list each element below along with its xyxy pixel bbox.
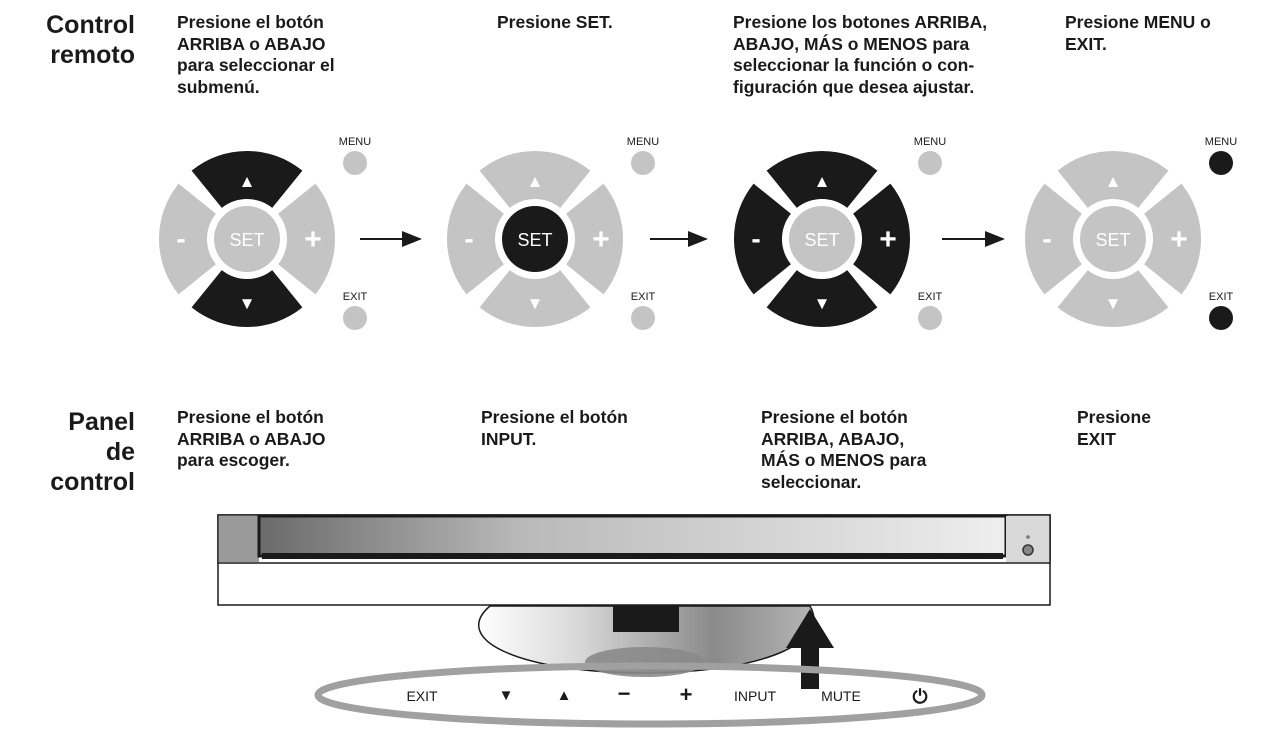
up-arrow-icon: ▲ <box>527 172 544 191</box>
minus-icon: - <box>751 223 760 254</box>
remote-control-step-3: ▲ ▼ - + SET MENU EXIT <box>733 136 946 330</box>
section-title-remote: Control remoto <box>46 11 135 69</box>
menu-label: MENU <box>627 136 659 148</box>
panel-step-2-text: Presione el botón INPUT. <box>481 407 628 449</box>
up-arrow-icon: ▲ <box>814 172 831 191</box>
exit-button[interactable] <box>1209 306 1233 330</box>
set-label: SET <box>229 230 264 250</box>
up-arrow-icon: ▲ <box>1105 172 1122 191</box>
set-label: SET <box>804 230 839 250</box>
set-button[interactable] <box>789 206 855 272</box>
menu-label: MENU <box>1205 136 1237 148</box>
panel-button-plus[interactable]: + <box>680 682 693 707</box>
panel-buttons: EXIT ▼ ▲ − + INPUT MUTE ⏻ <box>406 681 927 708</box>
exit-label: EXIT <box>343 291 368 303</box>
down-arrow-icon: ▼ <box>1105 294 1122 313</box>
down-arrow-icon: ▼ <box>527 294 544 313</box>
down-arrow-icon: ▼ <box>239 294 256 313</box>
dpad-left-button[interactable] <box>733 183 791 295</box>
set-button[interactable] <box>502 206 568 272</box>
exit-label: EXIT <box>1209 291 1234 303</box>
exit-label: EXIT <box>631 291 656 303</box>
panel-step-4-text: Presione EXIT <box>1077 407 1151 449</box>
dpad-right-button[interactable] <box>278 183 336 295</box>
plus-icon: + <box>592 223 610 256</box>
remote-control-step-4: ▲ ▼ - + SET MENU EXIT <box>1024 136 1237 330</box>
power-led-icon <box>1026 535 1030 539</box>
exit-label: EXIT <box>918 291 943 303</box>
exit-button[interactable] <box>343 306 367 330</box>
minus-icon: - <box>176 223 185 254</box>
plus-icon: + <box>879 223 897 256</box>
panel-button-minus[interactable]: − <box>618 681 631 706</box>
exit-button[interactable] <box>631 306 655 330</box>
dpad-down-button[interactable] <box>479 270 591 328</box>
set-label: SET <box>1095 230 1130 250</box>
section-title-panel: Panel de control <box>50 408 135 496</box>
dpad-left-button[interactable] <box>446 183 504 295</box>
remote-step-2-text: Presione SET. <box>497 12 613 32</box>
panel-button-power-icon[interactable]: ⏻ <box>912 687 927 708</box>
panel-step-1-text: Presione el botón ARRIBA o ABAJO para es… <box>177 407 326 470</box>
dpad-up-button[interactable] <box>766 150 878 208</box>
dpad-right-button[interactable] <box>853 183 911 295</box>
remote-control-step-1: ▲ ▼ - + SET MENU EXIT <box>158 136 371 330</box>
dpad-up-button[interactable] <box>191 150 303 208</box>
dpad-left-button[interactable] <box>1024 183 1082 295</box>
panel-step-3-text: Presione el botón ARRIBA, ABAJO, MÁS o M… <box>761 407 927 492</box>
minus-icon: - <box>1042 223 1051 254</box>
set-button[interactable] <box>214 206 280 272</box>
dpad-left-button[interactable] <box>158 183 216 295</box>
power-button-icon <box>1022 544 1034 556</box>
remote-step-1-text: Presione el botón ARRIBA o ABAJO para se… <box>177 12 335 97</box>
plus-icon: + <box>1170 223 1188 256</box>
menu-button[interactable] <box>1209 151 1233 175</box>
dpad-right-button[interactable] <box>566 183 624 295</box>
minus-icon: - <box>464 223 473 254</box>
dpad-down-button[interactable] <box>1057 270 1169 328</box>
menu-label: MENU <box>914 136 946 148</box>
dpad-down-button[interactable] <box>191 270 303 328</box>
remote-step-4-text: Presione MENU o EXIT. <box>1065 12 1211 54</box>
panel-button-exit[interactable]: EXIT <box>406 688 438 704</box>
dpad-right-button[interactable] <box>1144 183 1202 295</box>
remote-control-step-2: ▲ ▼ - + SET MENU EXIT <box>446 136 659 330</box>
set-label: SET <box>517 230 552 250</box>
dpad-down-button[interactable] <box>766 270 878 328</box>
menu-button[interactable] <box>343 151 367 175</box>
plus-icon: + <box>304 223 322 256</box>
panel-button-mute[interactable]: MUTE <box>821 688 861 704</box>
dpad-up-button[interactable] <box>1057 150 1169 208</box>
panel-button-up[interactable]: ▲ <box>557 687 572 704</box>
panel-button-input[interactable]: INPUT <box>734 688 776 704</box>
down-arrow-icon: ▼ <box>814 294 831 313</box>
panel-button-down[interactable]: ▼ <box>499 687 514 704</box>
panel-pointer-arrow <box>786 609 834 689</box>
set-button[interactable] <box>1080 206 1146 272</box>
dpad-up-button[interactable] <box>479 150 591 208</box>
menu-button[interactable] <box>918 151 942 175</box>
control-panel-ring <box>314 662 986 728</box>
exit-button[interactable] <box>918 306 942 330</box>
menu-label: MENU <box>339 136 371 148</box>
menu-button[interactable] <box>631 151 655 175</box>
remote-step-3-text: Presione los botones ARRIBA, ABAJO, MÁS … <box>733 12 988 97</box>
up-arrow-icon: ▲ <box>239 172 256 191</box>
